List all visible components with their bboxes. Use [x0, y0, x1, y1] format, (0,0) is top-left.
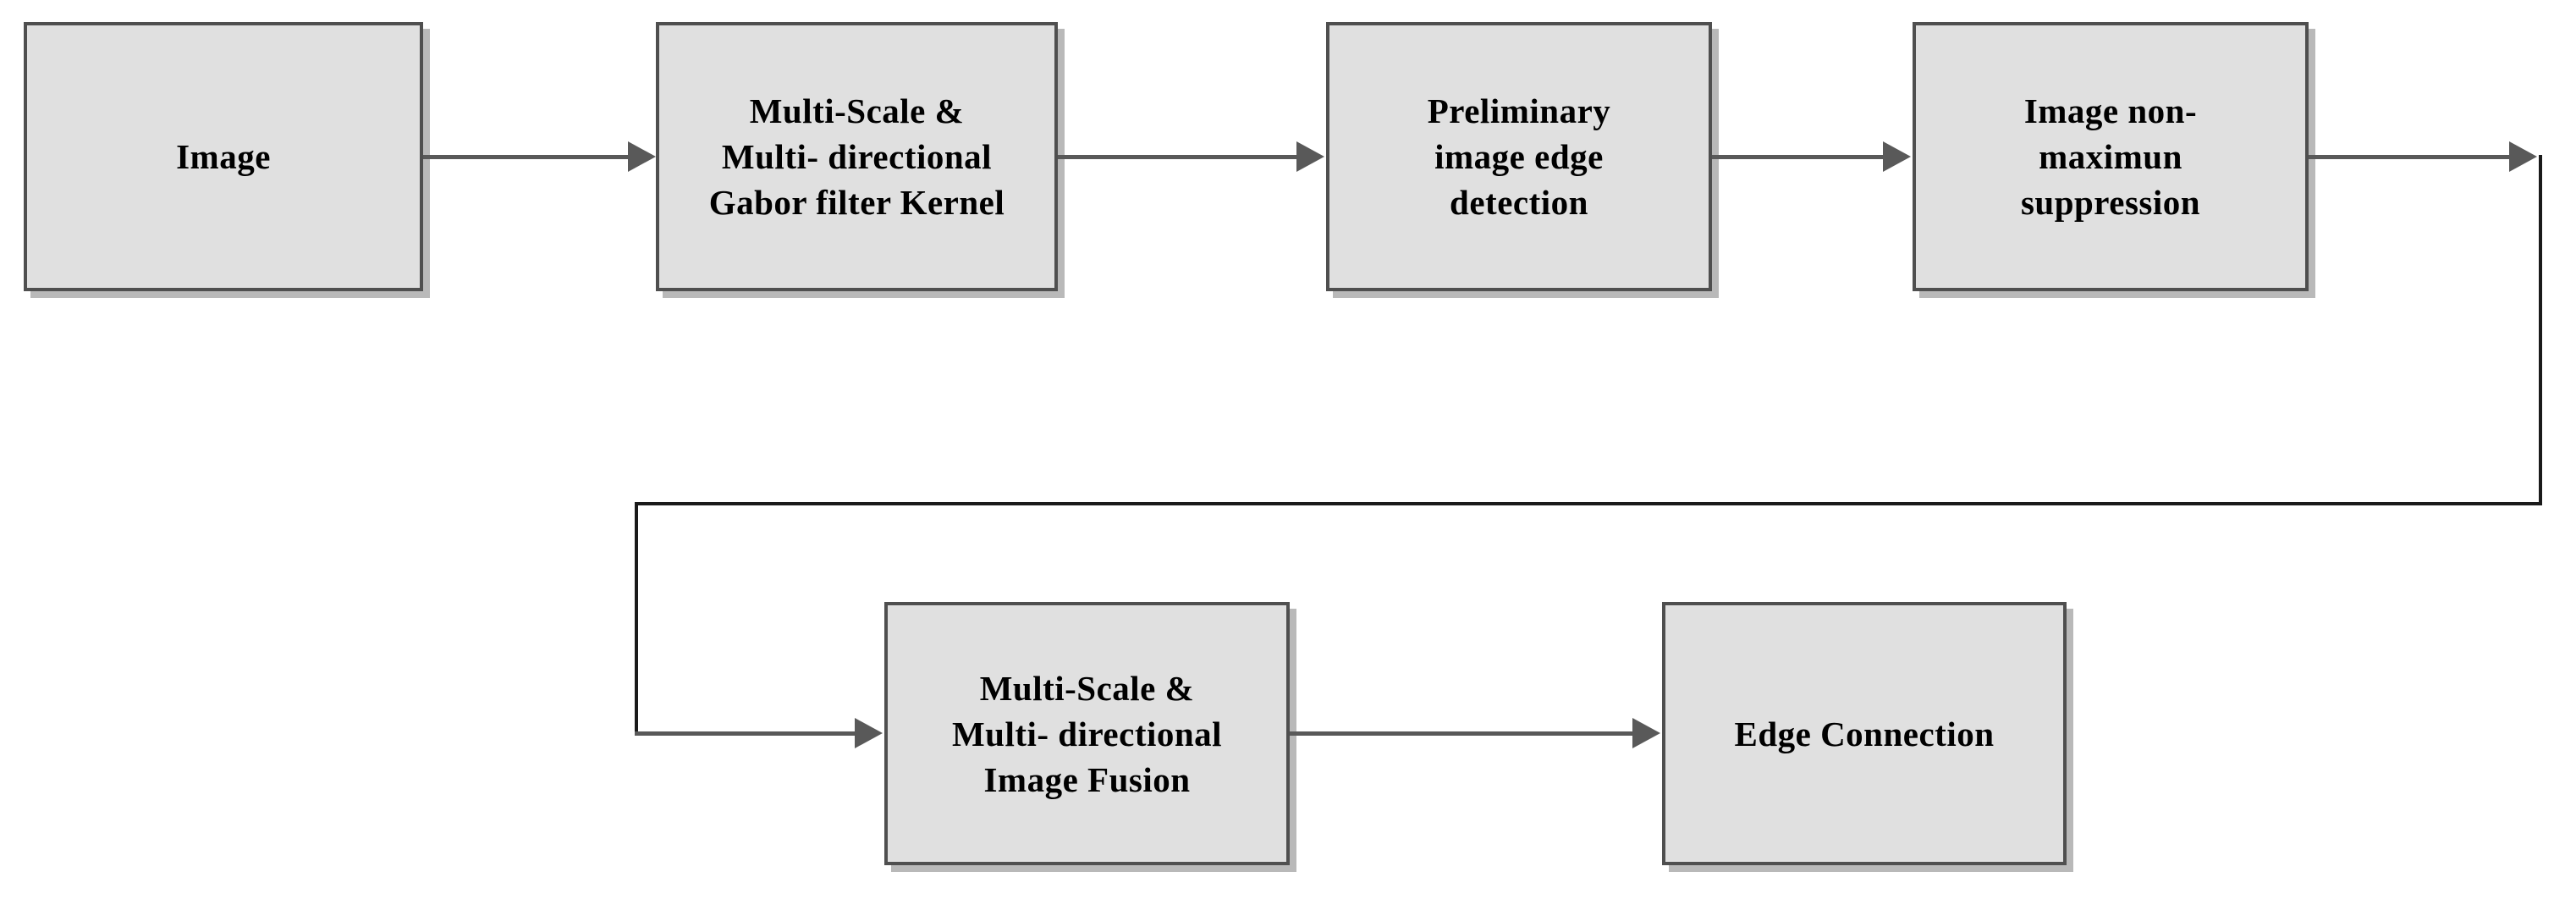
flow-box-edge-connection-label: Edge Connection	[1734, 714, 1995, 753]
arrowhead-icon	[1883, 141, 1911, 172]
flow-box-edge-connection: Edge Connection	[1662, 602, 2067, 865]
flow-box-image-fusion: Multi-Scale & Multi- directional Image F…	[884, 602, 1290, 865]
flow-box-gabor-filter-kernel-label: Multi-Scale & Multi- directional Gabor f…	[708, 91, 1005, 222]
flow-box-image: Image	[24, 22, 423, 291]
arrowhead-icon	[855, 718, 883, 748]
flow-box-non-maximum-suppression-label: Image non- maximun suppression	[2020, 91, 2201, 222]
flow-box-image-fusion-label: Multi-Scale & Multi- directional Image F…	[951, 668, 1223, 799]
connector-gabor-to-preliminary-line	[1058, 155, 1299, 159]
flow-box-non-maximum-suppression: Image non- maximun suppression	[1913, 22, 2309, 291]
flow-box-image-label: Image	[176, 137, 271, 176]
return-path-vertical-right	[2539, 155, 2542, 505]
arrowhead-icon	[1632, 718, 1660, 748]
connector-fusion-to-edge-connection-line	[1290, 731, 1635, 736]
connector-image-to-gabor-line	[423, 155, 630, 159]
flow-box-gabor-filter-kernel: Multi-Scale & Multi- directional Gabor f…	[656, 22, 1058, 291]
return-path-vertical-left	[635, 502, 638, 736]
flow-box-preliminary-edge-detection-label: Preliminary image edge detection	[1427, 91, 1611, 222]
arrowhead-icon	[628, 141, 656, 172]
connector-return-to-fusion-line	[635, 731, 857, 736]
arrowhead-icon	[2509, 141, 2537, 172]
flow-box-preliminary-edge-detection: Preliminary image edge detection	[1326, 22, 1712, 291]
connector-preliminary-to-suppression-line	[1712, 155, 1885, 159]
arrowhead-icon	[1296, 141, 1324, 172]
return-path-horizontal	[635, 502, 2542, 505]
connector-suppression-out-line	[2309, 155, 2512, 159]
